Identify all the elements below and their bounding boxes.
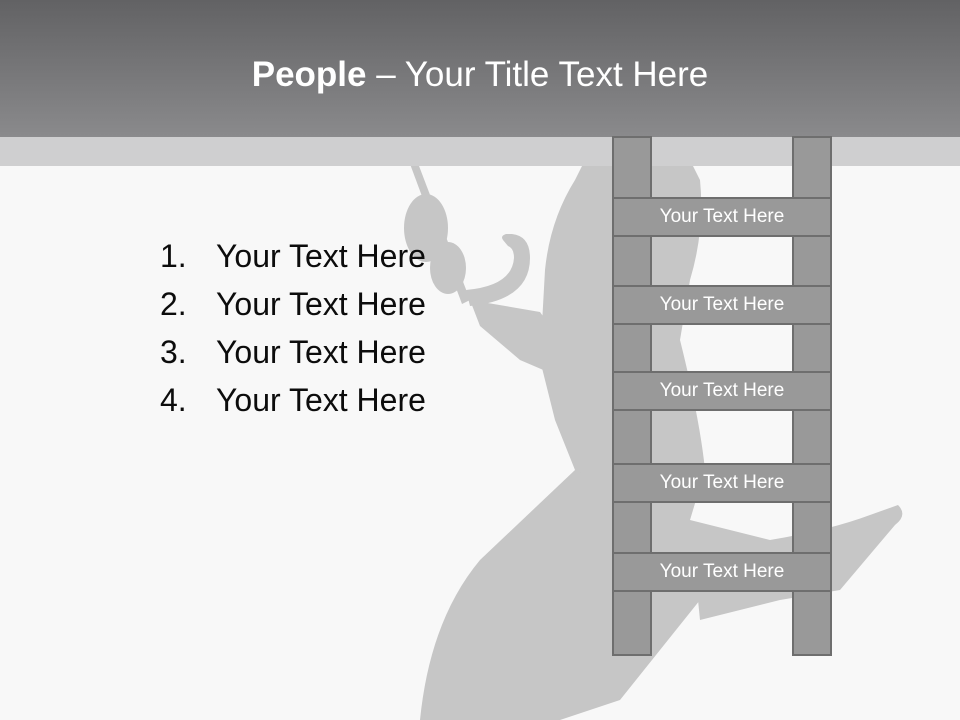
list-item-text: Your Text Here bbox=[216, 285, 426, 322]
title-bar bbox=[0, 0, 960, 137]
ladder-rung: Your Text Here bbox=[612, 552, 832, 592]
list-item-text: Your Text Here bbox=[216, 381, 426, 418]
title-bold-text: People bbox=[251, 55, 367, 94]
list-number: 2. bbox=[160, 285, 187, 322]
ladder-rung: Your Text Here bbox=[612, 463, 832, 503]
list-number: 4. bbox=[160, 381, 187, 418]
ladder-rung: Your Text Here bbox=[612, 197, 832, 237]
numbered-list: 1. Your Text Here 2. Your Text Here 3. Your… bbox=[160, 232, 426, 424]
list-item-text: Your Text Here bbox=[216, 333, 426, 370]
ladder-rung: Your Text Here bbox=[612, 371, 832, 411]
list-item: 1. Your Text Here bbox=[160, 232, 426, 280]
title-rest-text: – Your Title Text Here bbox=[366, 55, 709, 94]
list-item: 4. Your Text Here bbox=[160, 376, 426, 424]
list-item-text: Your Text Here bbox=[216, 237, 426, 274]
list-item: 2. Your Text Here bbox=[160, 280, 426, 328]
list-item: 3. Your Text Here bbox=[160, 328, 426, 376]
slide-title: People – Your Title Text Here bbox=[0, 52, 960, 102]
ladder-rung: Your Text Here bbox=[612, 285, 832, 325]
list-number: 1. bbox=[160, 237, 187, 274]
list-number: 3. bbox=[160, 333, 187, 370]
